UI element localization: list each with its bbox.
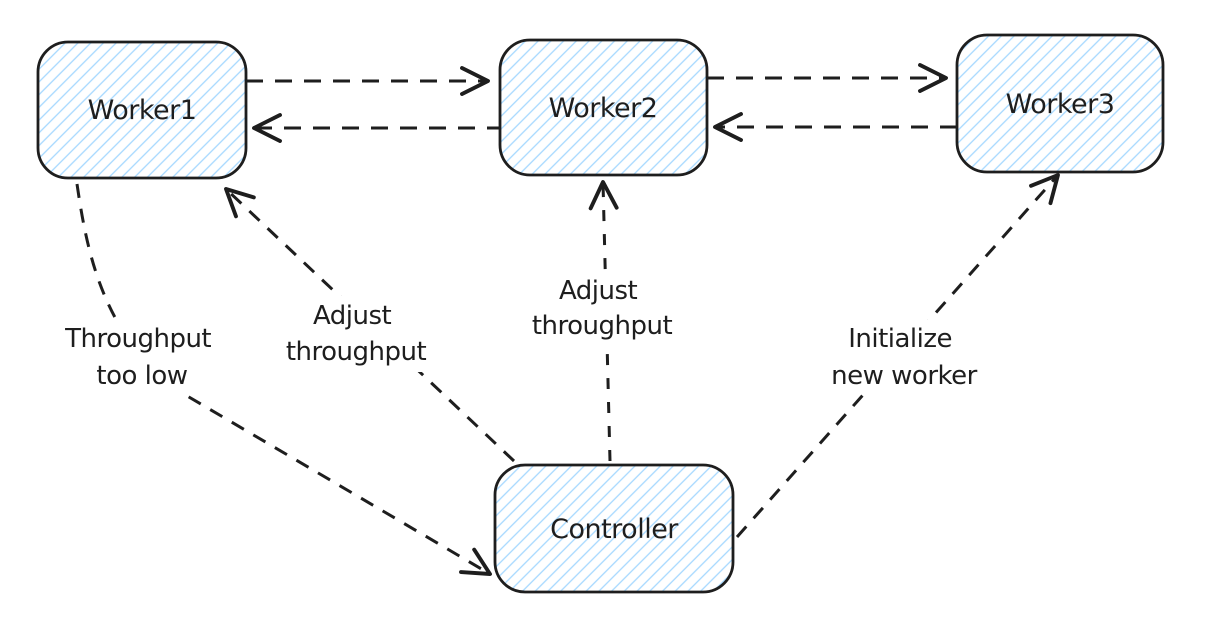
node-worker3-label: Worker3 — [1006, 89, 1115, 120]
node-worker1-shape — [36, 40, 248, 180]
edge-label-throughput-too-low: Throughput too low — [64, 324, 219, 391]
edge-label-bg — [50, 320, 235, 394]
edge-label-adjust-throughput-worker2: Adjust throughput — [532, 276, 673, 341]
node-worker1: Worker1 — [36, 40, 248, 180]
edge-label-initialize-new-worker: Initialize new worker — [831, 324, 977, 391]
edge-controller-to-worker3 — [735, 173, 1060, 538]
node-worker2: Worker2 — [498, 38, 709, 177]
edge-label-bg — [268, 296, 440, 372]
node-worker3-shape — [955, 33, 1165, 174]
node-controller-shape — [493, 463, 735, 594]
node-controller: Controller — [493, 463, 735, 594]
node-worker2-label: Worker2 — [549, 93, 658, 124]
edge-label-bg — [520, 272, 686, 346]
edge-label-bg — [815, 320, 993, 394]
node-controller-label: Controller — [550, 514, 679, 545]
node-worker3: Worker3 — [955, 33, 1165, 174]
node-worker2-shape — [498, 38, 709, 177]
edge-label-adjust-throughput-worker1: Adjust throughput — [286, 301, 427, 367]
edge-controller-to-worker1 — [224, 187, 516, 463]
node-worker1-label: Worker1 — [88, 95, 197, 126]
